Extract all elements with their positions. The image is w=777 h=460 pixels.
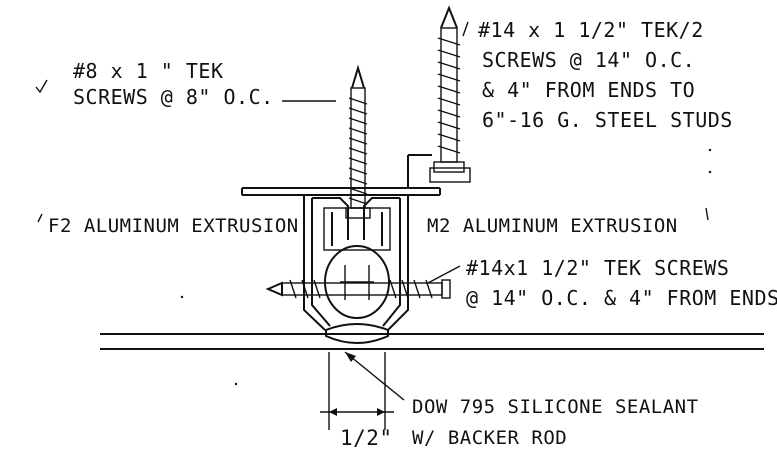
stud-bracket [407, 154, 432, 188]
stray-dot [180, 295, 184, 299]
backer-rod [324, 245, 390, 319]
tek-screw-14-icon [433, 5, 465, 173]
leader-arrowhead [345, 352, 356, 362]
leader-side-tek [427, 265, 461, 284]
f2-extrusion-hook [312, 197, 349, 240]
label-side-tek-line1: #14x1 1/2" TEK SCREWS [466, 256, 729, 280]
label-8-tek-line2: SCREWS @ 8" O.C. [73, 85, 274, 109]
stray-dot [234, 382, 238, 386]
stray-mark [705, 207, 709, 221]
m2-extrusion-hook [363, 197, 400, 240]
dimension-label: 1/2" [340, 426, 393, 450]
silicone-sealant [325, 323, 389, 344]
leader-14-tek [462, 21, 469, 37]
label-14-tek-line2: SCREWS @ 14" O.C. [482, 48, 695, 72]
stray-mark [37, 213, 43, 223]
label-side-tek-line2: @ 14" O.C. & 4" FROM ENDS [466, 286, 777, 310]
label-14-tek-line1: #14 x 1 1/2" TEK/2 [478, 18, 704, 42]
inner-channel [323, 207, 391, 251]
leader-sealant [344, 351, 405, 401]
stray-dot [708, 148, 712, 152]
label-m2-extrusion: M2 ALUMINUM EXTRUSION [427, 215, 678, 237]
label-f2-extrusion: F2 ALUMINUM EXTRUSION [48, 215, 299, 237]
dimension-lines [320, 352, 394, 430]
label-14-tek-line3: & 4" FROM ENDS TO [482, 78, 695, 102]
label-8-tek-line1: #8 x 1 " TEK [73, 59, 224, 83]
washer-plate [429, 167, 471, 183]
horizontal-tek-screw-icon [265, 279, 451, 299]
stray-dot [708, 170, 712, 174]
label-14-tek-line4: 6"-16 G. STEEL STUDS [482, 108, 733, 132]
top-flange [241, 187, 441, 196]
check-mark-icon [35, 79, 48, 94]
label-sealant-line2: W/ BACKER ROD [412, 427, 567, 449]
f2-extrusion-wall [303, 195, 331, 331]
tek-screw-8-icon [345, 64, 371, 219]
channel-webs [331, 212, 383, 246]
label-sealant-line1: DOW 795 SILICONE SEALANT [412, 396, 699, 418]
m2-extrusion-wall [382, 195, 409, 331]
